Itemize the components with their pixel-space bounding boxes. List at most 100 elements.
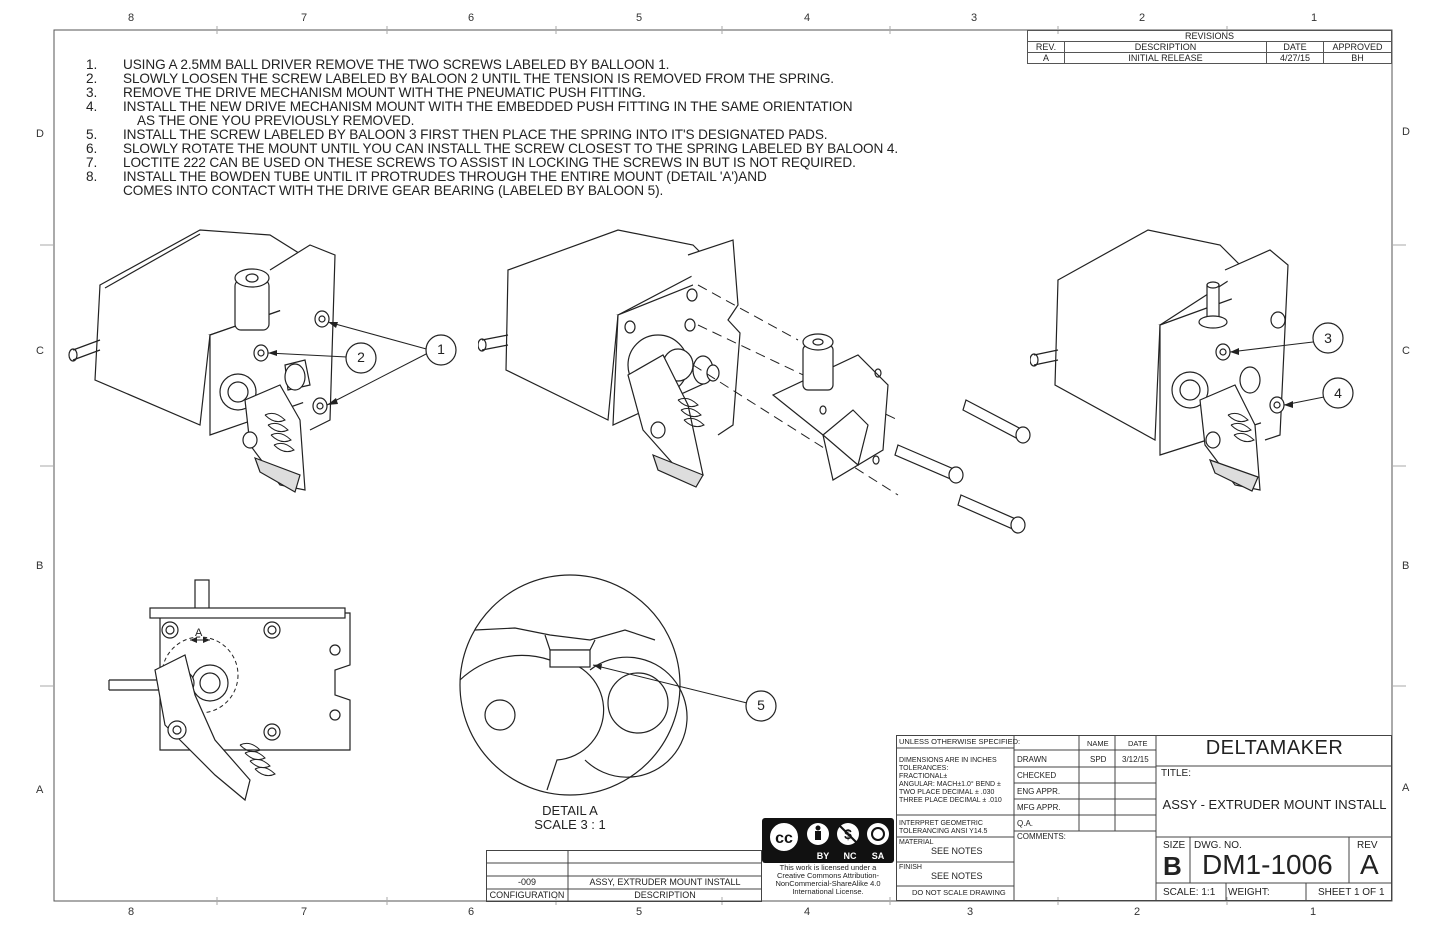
dims-note: DIMENSIONS ARE IN INCHES TOLERANCES: FRA… (899, 757, 1002, 804)
extruder-view-original (68, 229, 457, 493)
zone-top-6: 6 (468, 12, 475, 24)
zone-left-c: C (36, 345, 44, 357)
zone-bottom-1: 1 (1310, 906, 1317, 918)
note-7: 7.LOCTITE 222 CAN BE USED ON THESE SCREW… (86, 155, 856, 170)
rev-label: REV (1357, 840, 1378, 851)
zone-bottom-5: 5 (636, 906, 643, 918)
zone-bottom-2: 2 (1134, 906, 1141, 918)
name-header: NAME (1087, 739, 1109, 748)
balloon-1-label: 1 (437, 341, 445, 357)
zone-left-d: D (36, 128, 44, 140)
balloon-3 (1312, 322, 1344, 354)
zone-right-a: A (1402, 782, 1410, 794)
note-2: 2.SLOWLY LOOSEN THE SCREW LABELED BY BAL… (86, 71, 834, 86)
note-8: 8.INSTALL THE BOWDEN TUBE UNTIL IT PROTR… (86, 169, 767, 184)
drawn-label: DRAWN (1017, 755, 1047, 764)
note-6: 6.SLOWLY ROTATE THE MOUNT UNTIL YOU CAN … (86, 141, 899, 156)
size-label: SIZE (1163, 840, 1186, 851)
cc-sa: SA (871, 851, 885, 861)
finish-label: FINISH (899, 864, 922, 871)
detail-callout-letter: A (195, 627, 203, 639)
size-value: B (1163, 851, 1182, 881)
note-5: 5.INSTALL THE SCREW LABELED BY BALOON 3 … (86, 127, 828, 142)
zone-bottom-8: 8 (128, 906, 135, 918)
zone-bottom-4: 4 (804, 906, 811, 918)
date-col-header: DATE (1128, 739, 1148, 748)
zone-top-8: 8 (128, 12, 135, 24)
material-label: MATERIAL (899, 839, 934, 846)
zone-bottom-7: 7 (301, 906, 308, 918)
detail-a-view (459, 574, 777, 796)
rev-header: REV. (1027, 41, 1065, 53)
cc-icons: cc $ (768, 821, 892, 862)
balloon-1 (425, 334, 457, 366)
note-8-continued: COMES INTO CONTACT WITH THE DRIVE GEAR B… (123, 183, 664, 198)
zone-top-1: 1 (1311, 12, 1318, 24)
zone-top-3: 3 (971, 12, 978, 24)
extruder-view-front (108, 579, 351, 802)
qa-label: Q.A. (1017, 819, 1034, 828)
interpret-note: INTERPRET GEOMETRIC TOLERANCING ANSI Y14… (899, 820, 988, 835)
config-description-value: ASSY, EXTRUDER MOUNT INSTALL (589, 877, 741, 887)
company-name: DELTAMAKER (1205, 737, 1344, 759)
drawing-title: ASSY - EXTRUDER MOUNT INSTALL (1162, 797, 1387, 812)
weight-label: WEIGHT: (1228, 887, 1270, 898)
description-header: DESCRIPTION (634, 890, 696, 900)
zone-right-d: D (1402, 126, 1410, 138)
drawn-name: SPD (1090, 755, 1107, 764)
instruction-notes: 1.USING A 2.5MM BALL DRIVER REMOVE THE T… (86, 58, 898, 198)
zone-right-c: C (1402, 345, 1410, 357)
config-value: -009 (517, 877, 536, 887)
revision-row: A INITIAL RELEASE 4/27/15 BH (1027, 52, 1392, 64)
title-label: TITLE: (1161, 768, 1192, 779)
zone-top-2: 2 (1139, 12, 1146, 24)
note-4-continued: AS THE ONE YOU PREVIOUSLY REMOVED. (137, 113, 415, 128)
title-block-lines (896, 735, 1392, 901)
zone-top-5: 5 (636, 12, 643, 24)
zone-top-4: 4 (804, 12, 811, 24)
drawn-date: 3/12/15 (1122, 755, 1149, 764)
note-1: 1.USING A 2.5MM BALL DRIVER REMOVE THE T… (86, 57, 670, 72)
rev-value: A (1360, 849, 1379, 880)
note-4: 4.INSTALL THE NEW DRIVE MECHANISM MOUNT … (86, 99, 853, 114)
cc-nc: NC (843, 851, 857, 861)
dwg-no-label: DWG. NO. (1194, 840, 1242, 851)
detail-label: DETAIL A SCALE 3 : 1 (534, 803, 606, 832)
balloon-4-label: 4 (1334, 385, 1342, 401)
eng-appr-label: ENG APPR. (1017, 787, 1061, 796)
balloon-4 (1322, 377, 1354, 409)
approved-header: APPROVED (1323, 41, 1392, 53)
revisions-title: REVISIONS (1027, 30, 1392, 42)
dwg-no: DM1-1006 (1202, 849, 1333, 880)
extruder-view-installed (1030, 229, 1354, 492)
finish-value: SEE NOTES (931, 871, 983, 881)
balloon-5 (745, 690, 777, 722)
zone-left-a: A (36, 784, 44, 796)
checked-label: CHECKED (1017, 771, 1057, 780)
balloon-2 (345, 342, 377, 374)
comments-label: COMMENTS: (1017, 832, 1066, 841)
zone-bottom-3: 3 (967, 906, 974, 918)
note-3: 3.REMOVE THE DRIVE MECHANISM MOUNT WITH … (86, 85, 646, 100)
do-not-scale: DO NOT SCALE DRAWING (912, 888, 1006, 897)
revisions-table: REVISIONS REV. DESCRIPTION DATE APPROVED… (1027, 30, 1392, 64)
zone-top-7: 7 (301, 12, 308, 24)
zone-right-b: B (1402, 560, 1410, 572)
material-value: SEE NOTES (931, 846, 983, 856)
svg-text:cc: cc (775, 830, 793, 847)
configuration-table-lines (486, 850, 762, 902)
balloon-5-label: 5 (757, 697, 765, 713)
cc-license-badge: cc $ BY NC SA (762, 818, 894, 863)
zone-left-b: B (36, 560, 44, 572)
date-header: DATE (1266, 41, 1324, 53)
cc-by: BY (816, 851, 830, 861)
extruder-view-exploded (478, 229, 1031, 534)
balloon-2-label: 2 (357, 349, 365, 365)
zone-bottom-6: 6 (468, 906, 475, 918)
scale-value: SCALE: 1:1 (1163, 887, 1216, 898)
configuration-header: CONFIGURATION (489, 890, 565, 900)
license-text: This work is licensed under a Creative C… (775, 863, 881, 896)
balloon-3-label: 3 (1324, 330, 1332, 346)
description-header: DESCRIPTION (1064, 41, 1267, 53)
unless-specified: UNLESS OTHERWISE SPECIFIED: (899, 737, 1021, 746)
